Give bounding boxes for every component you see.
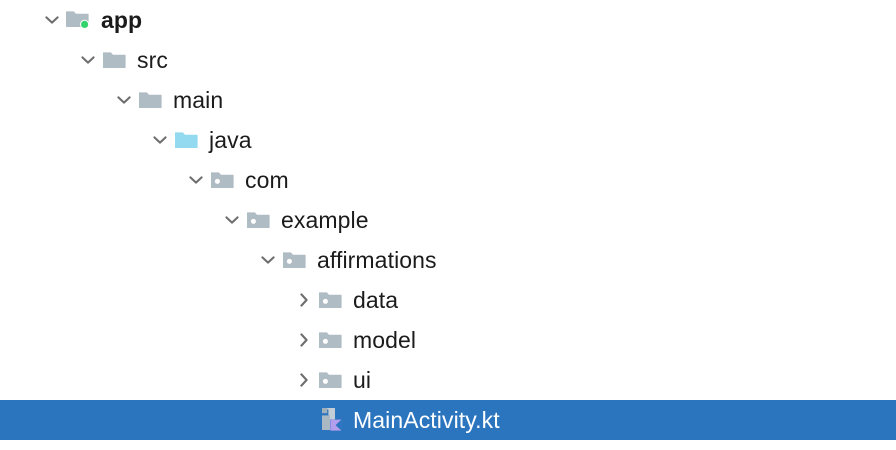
package-folder-icon	[318, 280, 344, 320]
tree-row-java[interactable]: java	[0, 120, 896, 160]
indent-spacer	[0, 20, 38, 21]
tree-row-label: ui	[353, 367, 372, 393]
chevron-down-icon[interactable]	[218, 200, 246, 240]
indent-spacer	[0, 300, 290, 301]
tree-row-label: src	[137, 47, 168, 73]
tree-row-label: affirmations	[317, 247, 437, 273]
indent-spacer	[0, 60, 74, 61]
chevron-right-icon[interactable]	[290, 280, 318, 320]
indent-spacer	[0, 380, 290, 381]
tree-row-label: com	[245, 167, 289, 193]
chevron-right-icon[interactable]	[290, 320, 318, 360]
tree-row-data[interactable]: data	[0, 280, 896, 320]
chevron-down-icon[interactable]	[146, 120, 174, 160]
tree-row-model[interactable]: model	[0, 320, 896, 360]
package-folder-icon	[246, 200, 272, 240]
chevron-down-icon[interactable]	[38, 0, 66, 40]
package-folder-icon	[282, 240, 308, 280]
folder-icon	[102, 40, 128, 80]
indent-spacer	[0, 420, 290, 421]
package-folder-icon	[318, 320, 344, 360]
indent-spacer	[0, 260, 254, 261]
tree-row-label: model	[353, 327, 417, 353]
tree-row-label: data	[353, 287, 399, 313]
chevron-right-icon[interactable]	[290, 360, 318, 400]
indent-spacer	[0, 140, 146, 141]
tree-row-example[interactable]: example	[0, 200, 896, 240]
tree-row-label: MainActivity.kt	[353, 407, 500, 433]
kotlin-file-icon	[318, 400, 344, 440]
package-folder-icon	[210, 160, 236, 200]
tree-row-mainactivity-kt[interactable]: MainActivity.kt	[0, 400, 896, 440]
package-folder-icon	[318, 360, 344, 400]
tree-row-label: main	[173, 87, 224, 113]
indent-spacer	[0, 180, 182, 181]
indent-spacer	[0, 220, 218, 221]
indent-spacer	[0, 100, 110, 101]
tree-row-com[interactable]: com	[0, 160, 896, 200]
chevron-down-icon[interactable]	[254, 240, 282, 280]
indent-spacer	[0, 340, 290, 341]
chevron-down-icon[interactable]	[74, 40, 102, 80]
module-folder-icon	[66, 0, 92, 40]
source-root-folder-icon	[174, 120, 200, 160]
tree-row-label: example	[281, 207, 369, 233]
tree-row-app[interactable]: app	[0, 0, 896, 40]
chevron-down-icon[interactable]	[110, 80, 138, 120]
tree-row-label: app	[101, 7, 143, 33]
folder-icon	[138, 80, 164, 120]
tree-row-main[interactable]: main	[0, 80, 896, 120]
tree-row-affirmations[interactable]: affirmations	[0, 240, 896, 280]
tree-row-ui[interactable]: ui	[0, 360, 896, 400]
twisty-placeholder	[290, 400, 318, 440]
tree-row-label: java	[209, 127, 252, 153]
tree-row-src[interactable]: src	[0, 40, 896, 80]
chevron-down-icon[interactable]	[182, 160, 210, 200]
